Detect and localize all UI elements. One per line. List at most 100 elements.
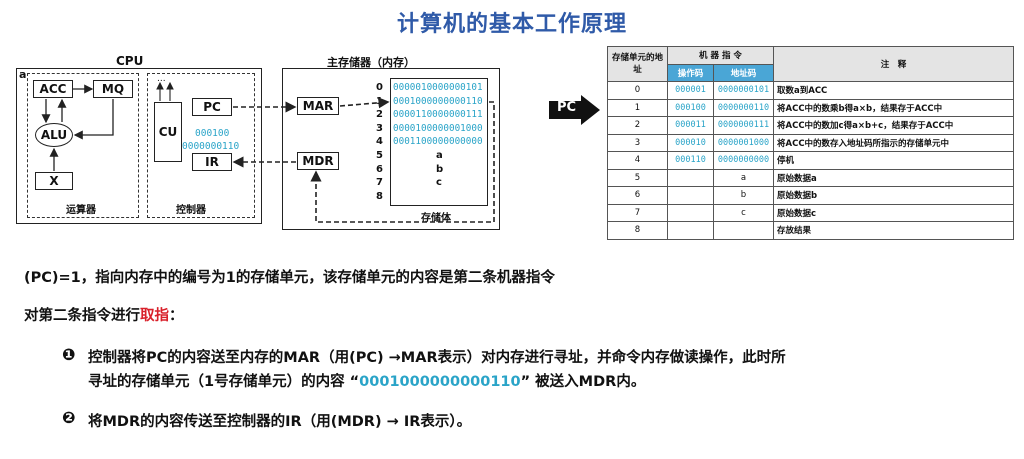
row-addrcode: 0000000101 [713, 81, 774, 100]
memory-content: a [436, 150, 443, 161]
row-note: 取数a到ACC [773, 81, 1014, 100]
mar-storage-arrow [339, 97, 390, 109]
row-addrcode: 0000000110 [713, 98, 774, 117]
header-instruction: 机 器 指 令 [667, 46, 774, 65]
row-address: 7 [607, 203, 668, 222]
diagram-wiring [41, 81, 495, 223]
row-address: 1 [607, 98, 668, 117]
mar-register: MAR [297, 97, 339, 115]
row-address: 0 [607, 81, 668, 100]
header-note: 注 释 [773, 46, 1014, 82]
page-title: 计算机的基本工作原理 [396, 12, 627, 37]
memory-address: 5 [376, 150, 383, 161]
row-note: 原始数据b [773, 186, 1014, 205]
step-1-line-2: 寻址的存储单元（1号存储单元）的内容 “0001000000000110” 被送… [88, 370, 645, 391]
memory-address: 6 [376, 163, 383, 175]
row-opcode: 000001 [667, 81, 714, 100]
row-note: 原始数据c [773, 203, 1014, 222]
header-opcode: 操作码 [667, 63, 714, 82]
cpu-corner-label: a [19, 68, 27, 81]
fetch-highlight: 取指 [140, 308, 169, 324]
alu-unit: ALU [35, 123, 73, 147]
row-note: 将ACC中的数存入地址码所指示的存储单元中 [773, 133, 1014, 152]
row-opcode [667, 203, 714, 222]
memory-content: c [436, 177, 442, 189]
step-2-text: 将MDR的内容传送至控制器的IR（用(MDR) → IR表示）。 [88, 414, 472, 430]
step-1-line-2-prefix: 寻址的存储单元（1号存储单元）的内容 “ [88, 374, 360, 390]
row-address: 2 [607, 116, 668, 135]
cpu-label: CPU [116, 54, 144, 68]
step-1-value: 0001000000000110 [359, 374, 521, 390]
row-opcode [667, 168, 714, 187]
row-addrcode: 0000000111 [713, 116, 774, 135]
pc-explanation: (PC)=1，指向内存中的编号为1的存储单元，该存储单元的内容是第二条机器指令 [24, 270, 555, 286]
memory-content: 0001100000000000 [393, 136, 483, 148]
pc-pointer-label: PC [557, 100, 577, 115]
step-1-line-2-suffix: ” 被送入MDR内。 [520, 374, 646, 390]
row-note: 将ACC中的数加c得a×b+c，结果存于ACC中 [773, 116, 1014, 135]
row-addrcode: 0000000000 [713, 151, 774, 170]
row-addrcode: b [713, 186, 774, 205]
cu-unit: CU [154, 102, 182, 162]
row-addrcode: a [713, 168, 774, 187]
memory-address: 2 [376, 109, 383, 121]
pc-value: 000100 [195, 128, 230, 139]
header-address: 存储单元的地址 [607, 46, 668, 82]
fetch-heading: 对第二条指令进行取指： [24, 304, 184, 325]
row-note: 将ACC中的数乘b得a×b，结果存于ACC中 [773, 98, 1014, 117]
row-opcode: 000110 [667, 151, 714, 170]
mq-register: MQ [93, 80, 133, 98]
alu-unit-area [27, 73, 139, 218]
alu-unit-label: 运算器 [66, 205, 96, 216]
row-address: 3 [607, 133, 668, 152]
pc-pointer-arrow [549, 95, 600, 125]
fetch-heading-prefix: 对第二条指令进行 [24, 308, 140, 324]
row-addrcode: 0000001000 [713, 133, 774, 152]
memory-address: 8 [376, 190, 383, 202]
ir-register: IR [192, 153, 232, 171]
mq-alu-arrow [73, 99, 114, 140]
memory-address: 7 [376, 177, 383, 189]
dots: ... [157, 74, 166, 84]
memory-address: 4 [376, 136, 383, 148]
x-register: X [35, 172, 73, 190]
control-unit-area [147, 73, 255, 218]
step-1-line-1: 控制器将PC的内容送至内存的MAR（用(PC) →MAR表示）对内存进行寻址，并… [88, 350, 786, 366]
row-note: 原始数据a [773, 168, 1014, 187]
row-note: 存放结果 [773, 221, 1014, 240]
memory-content: 0000100000001000 [393, 122, 483, 134]
row-note: 停机 [773, 151, 1014, 170]
ir-value: 0000000110 [182, 141, 240, 152]
row-opcode: 000011 [667, 116, 714, 135]
acc-register: ACC [33, 80, 73, 98]
storage-mdr-arrow [310, 101, 495, 223]
memory-content: 0001000000000110 [393, 95, 483, 107]
memory-label: 主存储器（内存） [327, 56, 415, 69]
memory-content: 0000010000000101 [393, 82, 483, 93]
mdr-register: MDR [297, 152, 339, 170]
fetch-heading-suffix: ： [169, 308, 184, 324]
row-address: 5 [607, 168, 668, 187]
row-addrcode [713, 221, 774, 240]
memory-content: 0000110000000111 [393, 109, 483, 121]
bullet-2: ❷ [62, 408, 76, 427]
row-opcode [667, 221, 714, 240]
row-opcode: 000010 [667, 133, 714, 152]
row-opcode [667, 186, 714, 205]
bullet-1: ❶ [62, 345, 76, 364]
storage-label: 存储体 [421, 213, 451, 224]
storage-body [390, 78, 488, 206]
row-address: 4 [607, 151, 668, 170]
row-address: 8 [607, 221, 668, 240]
control-unit-label: 控制器 [176, 205, 206, 216]
